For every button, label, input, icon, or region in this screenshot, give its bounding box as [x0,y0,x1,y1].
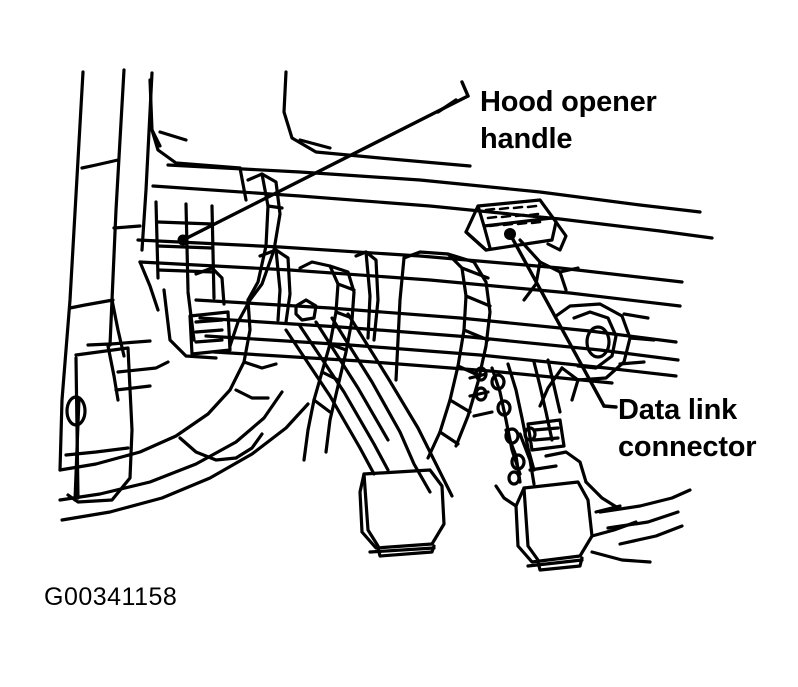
data-link-connector [464,198,568,252]
callout-hood-line2: handle [480,123,573,155]
carpet-contour [58,298,310,522]
pedal-arms [284,312,454,498]
accelerator-pedal [494,480,594,572]
bracket-hole [585,325,611,359]
figure-number: G00341158 [44,583,178,611]
callout-hood-line1: Hood opener [480,86,657,118]
callout-label-hood-opener: Hood opener handle [480,84,657,158]
callout-dlc-line1: Data link [618,394,738,426]
under-dash-straps [258,248,380,342]
clip-loop-detail [294,298,318,322]
callout-dlc-line2: connector [618,431,757,463]
floor-tunnel-lines [590,488,692,564]
right-side-bracket [538,302,656,408]
leader-line-data-link [508,232,618,409]
dlc-pin-holes [484,204,542,228]
leader-dot-data-link [504,228,516,240]
column-support [106,260,226,402]
hood-opener-handle [228,172,284,348]
illustration-linework [58,68,714,572]
kick-panel-lower [65,346,134,504]
left-connector-block [188,310,232,356]
leader-line-hood-opener [181,80,470,242]
harness-bracket-block [526,418,566,452]
cowl-panel [282,70,472,168]
kick-panel-hole [65,395,87,427]
leader-dot-hood-opener [177,234,189,246]
callout-label-data-link-connector: Data link connector [618,392,757,466]
brake-pedal [358,468,446,558]
